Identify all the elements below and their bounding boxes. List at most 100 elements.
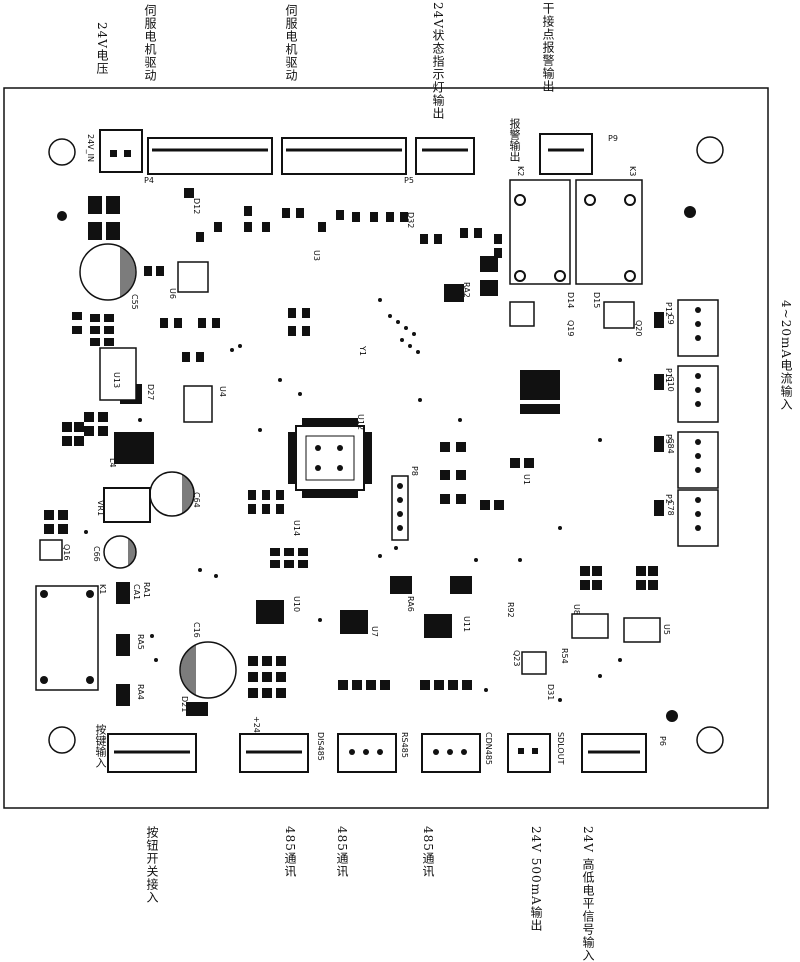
label-servo-drive-2: 伺服电机驱动 bbox=[284, 4, 298, 82]
connector-p5 bbox=[281, 137, 407, 175]
label-485-c: 485通讯 bbox=[421, 826, 435, 878]
connector-p9 bbox=[539, 133, 593, 175]
mount-hole-tr bbox=[696, 136, 724, 164]
relay-k1 bbox=[35, 585, 99, 691]
connector-p12 bbox=[677, 299, 719, 357]
connector-p4 bbox=[147, 137, 273, 175]
part-d1 bbox=[480, 256, 498, 272]
caption-p3: P3 bbox=[664, 434, 673, 444]
refdes-ca1: CA1 bbox=[132, 584, 141, 601]
mount-hole-br bbox=[696, 726, 724, 754]
label-485-a: 485通讯 bbox=[283, 826, 297, 878]
refdes-ra4: RA4 bbox=[136, 684, 145, 700]
mount-hole-bl bbox=[48, 726, 76, 754]
diode-d21 bbox=[186, 702, 208, 716]
caption-rs485: RS485 bbox=[400, 732, 409, 758]
refdes-d21: D21 bbox=[180, 696, 189, 713]
caption-cdn485: CDN485 bbox=[484, 732, 493, 765]
refdes-u14: U14 bbox=[292, 520, 301, 537]
refdes-q19: Q19 bbox=[566, 320, 575, 337]
inductor-l4 bbox=[114, 432, 154, 464]
connector-p3 bbox=[677, 431, 719, 489]
refdes-y1: Y1 bbox=[358, 346, 367, 356]
caption-p9: P9 bbox=[608, 134, 618, 143]
refdes-u6: U6 bbox=[168, 288, 177, 299]
connector-24v-in bbox=[99, 129, 143, 173]
relay-k2 bbox=[509, 179, 571, 285]
connector-p11 bbox=[677, 365, 719, 423]
mount-hole-tl bbox=[48, 138, 76, 166]
label-24v-voltage: 24V电压 bbox=[95, 22, 109, 75]
caption-p5: P5 bbox=[404, 176, 414, 185]
label-servo-drive-1: 伺服电机驱动 bbox=[143, 4, 157, 82]
refdes-u4: U4 bbox=[218, 386, 227, 397]
connector-alarm bbox=[415, 137, 475, 175]
label-4-20ma-input: 4~20mA电流输入 bbox=[779, 300, 793, 412]
refdes-ra6: RA6 bbox=[406, 596, 415, 612]
connector-p6 bbox=[581, 733, 647, 773]
connector-sdlout bbox=[507, 733, 551, 773]
caption-24v-in: 24V_IN bbox=[86, 134, 95, 162]
caption-k3: K3 bbox=[628, 166, 637, 177]
caption-p8: P8 bbox=[410, 466, 419, 476]
refdes-u3: U3 bbox=[312, 250, 321, 261]
caption-k1: K1 bbox=[98, 584, 107, 595]
pcb-silkscreen-diagram bbox=[3, 87, 769, 809]
refdes-r54: R54 bbox=[560, 648, 569, 664]
capacitor-c66 bbox=[103, 535, 137, 569]
label-24v-500ma: 24V 500mA输出 bbox=[529, 826, 543, 932]
caption-p4: P4 bbox=[144, 176, 154, 185]
caption-p11: P11 bbox=[664, 368, 673, 384]
refdes-l4: L4 bbox=[108, 458, 117, 468]
fiducial bbox=[666, 710, 678, 722]
caption-k2: K2 bbox=[516, 166, 525, 177]
refdes-d15: D15 bbox=[592, 292, 601, 309]
ic-u12-mcu bbox=[288, 418, 372, 498]
refdes-d14: D14 bbox=[566, 292, 575, 309]
refdes-vr1: VR1 bbox=[96, 500, 105, 517]
refdes-d12: D12 bbox=[192, 198, 201, 215]
label-24v-level-input: 24V 高低电平信号输入 bbox=[581, 826, 595, 962]
capacitor-c16 bbox=[179, 641, 237, 699]
refdes-ra1: RA1 bbox=[142, 582, 151, 598]
refdes-r92: R92 bbox=[506, 602, 515, 618]
refdes-q20: Q20 bbox=[634, 320, 643, 337]
refdes-u11: U11 bbox=[462, 616, 471, 633]
refdes-u8: U8 bbox=[572, 604, 581, 615]
refdes-d32: D32 bbox=[406, 212, 415, 229]
refdes-c66: C66 bbox=[92, 546, 101, 562]
fiducial bbox=[57, 211, 67, 221]
refdes-ra5: RA5 bbox=[136, 634, 145, 650]
refdes-u1: U1 bbox=[522, 474, 531, 485]
caption-alarm-out: 报警输出 bbox=[508, 118, 521, 162]
refdes-q23: Q23 bbox=[512, 650, 521, 667]
refdes-c9: C9 bbox=[666, 314, 675, 325]
refdes-u13: U13 bbox=[112, 372, 121, 389]
capacitor-c55 bbox=[79, 243, 137, 301]
connector-rs485-2 bbox=[421, 733, 481, 773]
refdes-c78: C78 bbox=[666, 500, 675, 516]
connector-p2 bbox=[677, 489, 719, 547]
label-dry-contact: 干接点报警输出 bbox=[541, 2, 555, 93]
connector-key-input bbox=[107, 733, 197, 773]
refdes-c84: C84 bbox=[666, 438, 675, 454]
header-p8 bbox=[391, 475, 409, 541]
refdes-ra2: RA2 bbox=[462, 282, 471, 298]
refdes-u5: U5 bbox=[662, 624, 671, 635]
refdes-u7: U7 bbox=[370, 626, 379, 637]
refdes-c10: C10 bbox=[666, 376, 675, 392]
capacitor-c64 bbox=[149, 471, 195, 517]
label-485-b: 485通讯 bbox=[335, 826, 349, 878]
via-dots bbox=[84, 298, 622, 702]
refdes-c16: C16 bbox=[192, 622, 201, 638]
refdes-d27: D27 bbox=[146, 384, 155, 401]
caption-sdlout: SDLOUT bbox=[556, 732, 565, 765]
connector-plus24 bbox=[239, 733, 309, 773]
caption-key-input: 按键输入 bbox=[94, 724, 107, 768]
connector-rs485-1 bbox=[337, 733, 397, 773]
part-d1b bbox=[480, 280, 498, 296]
label-button-switch: 按钮开关接入 bbox=[145, 826, 159, 904]
refdes-c64: C64 bbox=[192, 492, 201, 508]
caption-p2: P2 bbox=[664, 494, 673, 504]
label-24v-status: 24V状态指示灯输出 bbox=[431, 2, 445, 120]
